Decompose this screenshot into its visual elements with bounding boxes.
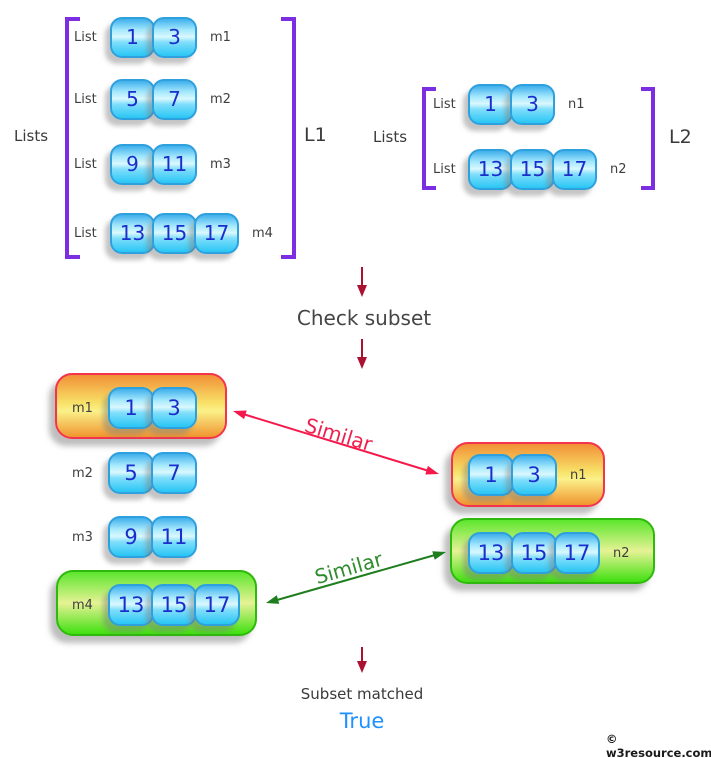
similar-label-green: Similar [312,546,386,590]
row-tag-n1: n1 [570,467,587,483]
result-caption: Subset matched [300,685,424,703]
l2-right-bracket-bar [651,87,655,190]
value-cell: 13 [468,532,514,574]
row-tag-m3: m3 [210,156,231,172]
l2-left-bracket-top-tick [422,87,436,91]
list-prefix-label: List [74,225,97,241]
l2-name-label: L2 [669,126,692,148]
value-cell: 15 [152,212,197,254]
down-arrow-3 [357,647,367,673]
l1-right-bracket-bar [292,17,296,259]
row-tag-m4: m4 [252,225,273,241]
row-tag-n1: n1 [568,96,585,112]
value-cell: 13 [110,212,155,254]
value-cell: 5 [110,78,155,120]
row-tag-m1: m1 [210,29,231,45]
value-cell: 17 [554,532,600,574]
l1-right-bracket-top-tick [281,17,296,21]
value-cell: 9 [108,516,154,558]
row-tag-n2: n2 [613,545,630,561]
l2-right-bracket-bottom-tick [641,186,655,190]
list-prefix-label: List [74,91,97,107]
value-cell: 17 [194,212,239,254]
similar-label-red: Similar [301,413,376,457]
check-subset-label: Check subset [296,306,432,330]
value-cell: 7 [152,78,197,120]
value-cell: 15 [511,532,557,574]
l2-right-bracket-top-tick [641,87,655,91]
row-tag-n2: n2 [610,161,627,177]
value-cell: 5 [108,452,154,494]
value-cell: 1 [110,16,155,58]
l1-left-bracket-bottom-tick [65,255,80,259]
value-cell: 15 [151,584,197,626]
l2-lists-label: Lists [373,128,408,146]
l2-left-bracket-bar [422,87,426,190]
down-arrow-2 [357,339,367,369]
l1-lists-label: Lists [14,127,49,145]
value-cell: 1 [468,454,514,496]
value-cell: 13 [468,148,513,190]
list-prefix-label: List [74,29,97,45]
value-cell: 3 [511,454,557,496]
l1-right-bracket-bottom-tick [281,255,296,259]
copyright-text: © w3resource.com [606,732,711,758]
value-cell: 11 [152,143,197,185]
list-prefix-label: List [433,161,456,177]
l2-left-bracket-bottom-tick [422,186,436,190]
row-tag-m2: m2 [72,465,93,481]
row-tag-m2: m2 [210,91,231,107]
value-cell: 15 [510,148,555,190]
value-cell: 11 [151,516,197,558]
l1-name-label: L1 [304,124,327,146]
value-cell: 17 [552,148,597,190]
list-prefix-label: List [433,96,456,112]
value-cell: 3 [152,16,197,58]
value-cell: 1 [468,83,513,125]
row-tag-m4: m4 [72,597,93,613]
l1-left-bracket-bar [65,17,69,259]
value-cell: 1 [108,387,154,429]
row-tag-m3: m3 [72,529,93,545]
value-cell: 3 [151,387,197,429]
value-cell: 9 [110,143,155,185]
value-cell: 13 [108,584,154,626]
row-tag-m1: m1 [72,400,93,416]
value-cell: 3 [510,83,555,125]
down-arrow-1 [357,267,367,297]
value-cell: 17 [194,584,240,626]
list-prefix-label: List [74,156,97,172]
value-cell: 7 [151,452,197,494]
result-value: True [339,709,385,733]
l1-left-bracket-top-tick [65,17,80,21]
